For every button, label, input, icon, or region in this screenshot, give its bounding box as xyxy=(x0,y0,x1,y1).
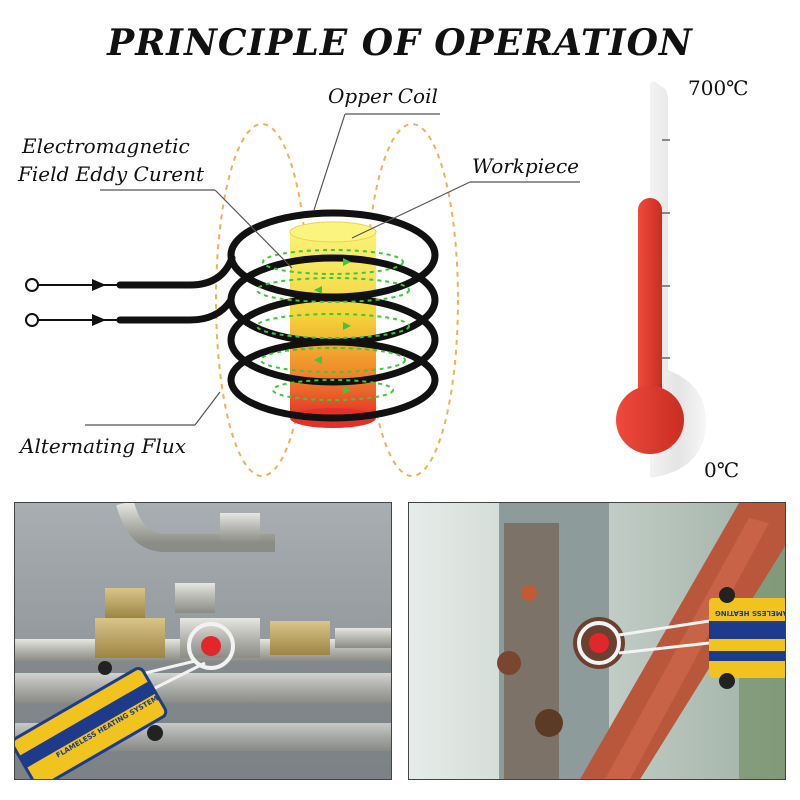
copper-coil xyxy=(116,209,439,422)
current-arrows xyxy=(92,279,106,326)
thermometer-max-label: 700℃ xyxy=(688,76,749,100)
leader-lines xyxy=(85,113,580,426)
terminal-bottom xyxy=(25,313,39,327)
eddy-currents xyxy=(256,249,410,401)
alternating-flux-label: Alternating Flux xyxy=(20,434,186,458)
thermometer-ticks xyxy=(662,139,670,359)
photo-pipe-fitting: FLAMELESS HEATING SYSTEM xyxy=(14,502,392,780)
copper-coil-label: Opper Coil xyxy=(328,84,438,108)
photo-rusted-bolt: FLAMELESS HEATING xyxy=(408,502,786,780)
photo-rusted-bolt-illustration xyxy=(409,503,785,779)
terminal-top xyxy=(25,278,39,292)
eddy-current-label-line1: Electromagnetic xyxy=(22,134,190,158)
input-terminals xyxy=(25,278,120,327)
workpiece-label: Workpiece xyxy=(472,154,579,178)
thermometer xyxy=(616,81,706,478)
right-device-label: FLAMELESS HEATING xyxy=(715,609,785,617)
eddy-current-label-line2: Field Eddy Curent xyxy=(18,162,205,186)
page-title: PRINCIPLE OF OPERATION xyxy=(107,22,693,64)
photo-pipe-fitting-illustration xyxy=(15,503,391,779)
flux-ellipse-right xyxy=(365,123,459,477)
eddy-arrows xyxy=(314,258,351,394)
thermometer-min-label: 0℃ xyxy=(704,458,740,482)
workpiece-cylinder xyxy=(289,221,377,428)
